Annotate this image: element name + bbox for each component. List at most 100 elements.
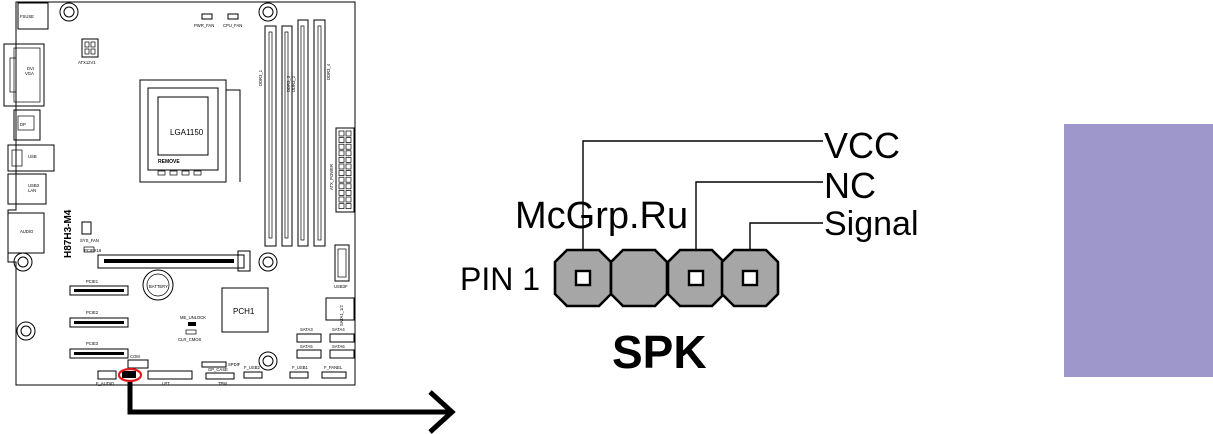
atx-pin (338, 130, 345, 137)
usb-port (7, 144, 55, 172)
sys-fan-header (81, 221, 92, 235)
board-outline (7, 1, 356, 386)
audio-port (7, 212, 45, 254)
nc-label: NC (824, 165, 876, 206)
cpu-fan-header (227, 13, 239, 20)
remove-label: REMOVE (158, 159, 180, 165)
com-label: COM (130, 354, 140, 359)
atx-pin (338, 176, 345, 183)
pch-label: PCH1 (233, 307, 255, 316)
clr-cmos-label: CLR_CMOS (178, 337, 201, 342)
pciex16-label: PCIEX16 (84, 248, 102, 253)
spk-pin-diagram: VCC NC Signal PIN 1 SPK McGrp.Ru (460, 125, 919, 378)
atx-pin (345, 190, 352, 196)
socket-label: LGA1150 (170, 128, 204, 137)
svg-text:F_PANEL: F_PANEL (324, 365, 343, 370)
battery-label: BATTERY (149, 284, 168, 289)
usb3f-label: USB3F (334, 284, 348, 289)
dimm-slots: DDR3_1 DDR3_2 DDR3_3 DDR3_4 (258, 19, 331, 247)
atx-pin (345, 143, 352, 150)
fsuse-block (17, 2, 49, 30)
header-name: SPK (612, 326, 707, 378)
atx-pin (338, 190, 345, 196)
atx12v-label: ATX12V1 (78, 60, 96, 65)
pin-3-square (687, 269, 705, 287)
svg-text:PCIE1: PCIE1 (86, 279, 99, 284)
atx-pin (338, 137, 345, 143)
atx-pin (345, 176, 352, 183)
dvi-label: DVI (27, 66, 34, 71)
ddr3-4-label: DDR3_4 (326, 63, 331, 80)
pciex16-fill (104, 259, 234, 263)
svg-text:SATA1_1/2: SATA1_1/2 (339, 305, 344, 326)
atx-pin (345, 130, 352, 137)
atx-pin (338, 183, 345, 190)
atx-power-label: ATX_POWER (329, 164, 334, 190)
svg-text:SATA5: SATA5 (300, 344, 313, 349)
atx-pin (345, 203, 352, 209)
pin1-label: PIN 1 (460, 261, 540, 297)
watermark: McGrp.Ru (515, 195, 688, 237)
atx-power-pins (338, 130, 352, 209)
spk-header-on-board (122, 371, 136, 378)
atx-pin (345, 157, 352, 163)
atx-pin (345, 137, 352, 143)
svg-text:GP_CASE: GP_CASE (208, 367, 228, 372)
board-model: H87H3-M4 (63, 209, 74, 258)
svg-text:PCIE2: PCIE2 (86, 310, 99, 315)
usb3f-header (334, 244, 350, 282)
atx-pin (338, 157, 345, 163)
atx-pin (345, 196, 352, 203)
battery (142, 269, 174, 301)
svg-text:TPM: TPM (218, 381, 227, 386)
pciex16-slot (97, 254, 245, 269)
atx-pin (345, 150, 352, 157)
motherboard-layout: FSUSE DVI VGA DP USB USB3 LAN AUDIO ATX1… (3, 1, 356, 386)
atx-pin (338, 196, 345, 203)
bottom-headers: F_AUDIO LPT SPDIF GP_CASE TPM F_USB2 F_U… (96, 361, 347, 386)
pch-chip (221, 287, 269, 333)
rear-io: FSUSE DVI VGA DP USB USB3 LAN AUDIO (3, 2, 55, 254)
spk-highlight-circle (117, 367, 143, 383)
vga-label: VGA (25, 71, 34, 76)
atx-pin (338, 143, 345, 150)
signal-label: Signal (824, 205, 919, 243)
atx-pin (338, 150, 345, 157)
sata-ports: SATA1_1/2 SATA3 SATA4 SATA5 SATA6 (296, 297, 355, 359)
audio-label: AUDIO (20, 229, 34, 234)
dp-port (13, 109, 41, 141)
usb-label: USB (28, 154, 37, 159)
ddr3-1-label: DDR3_1 (258, 69, 263, 86)
com-header (127, 359, 149, 369)
lan-label: LAN (28, 188, 36, 193)
pointer-arrow (127, 382, 456, 434)
pin-4-square (741, 269, 759, 287)
usb3-label: USB3 (28, 183, 40, 188)
mounting-holes (13, 2, 278, 371)
svg-text:SATA4: SATA4 (332, 327, 345, 332)
pwr-fan-label: PWR_FAN (194, 23, 214, 28)
ddr3-3-label: DDR3_3 (286, 75, 291, 92)
svg-text:SPDIF: SPDIF (228, 362, 241, 367)
atx-pin (345, 170, 352, 176)
dp-label: DP (20, 122, 26, 127)
atx-pin (338, 170, 345, 176)
svg-text:SATA6: SATA6 (332, 344, 345, 349)
ddr3-2-label: DDR3_2 (291, 75, 296, 92)
atx-pin (345, 163, 352, 170)
svg-text:SATA3: SATA3 (300, 327, 313, 332)
usb3-lan-port (7, 173, 47, 205)
cpu-fan-label: CPU_FAN (223, 23, 242, 28)
svg-text:F_AUDIO: F_AUDIO (96, 381, 115, 386)
side-panel (1064, 124, 1213, 377)
pwr-fan-header (201, 13, 213, 20)
fsuse-label: FSUSE (20, 14, 34, 19)
atx-pin (338, 163, 345, 170)
pcie-x1-slots: PCIE1 PCIE2 PCIE3 (69, 279, 129, 359)
sys-fan-label: SYS_FAN (80, 238, 99, 243)
pin-1-square (574, 269, 592, 287)
svg-text:F_USB2: F_USB2 (244, 365, 260, 370)
clr-cmos-jumper (185, 329, 197, 335)
svg-text:F_USB1: F_USB1 (292, 365, 308, 370)
vcc-label: VCC (824, 125, 900, 166)
